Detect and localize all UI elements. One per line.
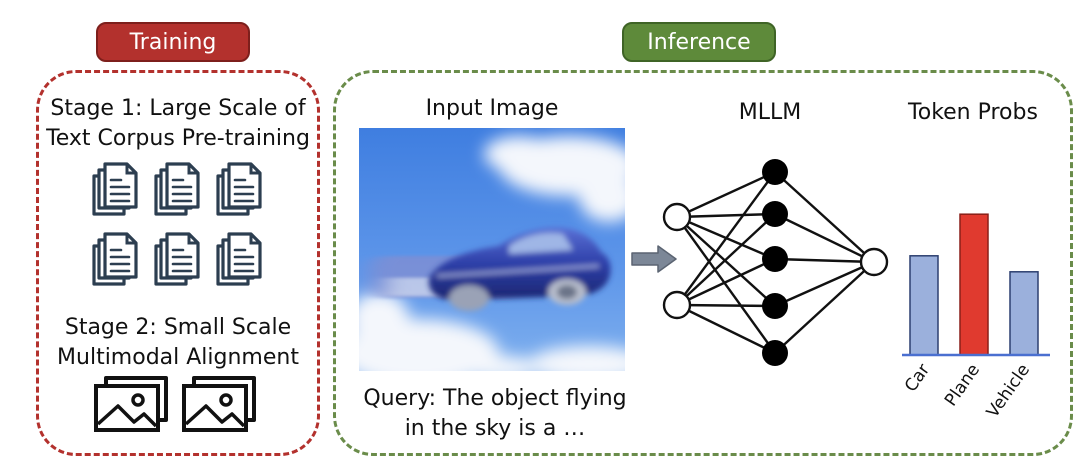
output-node	[859, 247, 889, 277]
query-line1: Query: The object flying	[363, 386, 627, 411]
image-icon	[182, 376, 256, 432]
training-pill: Training	[96, 22, 250, 62]
input-node	[662, 290, 692, 320]
document-stack-icon	[154, 232, 200, 286]
query-line2: in the sky is a …	[404, 416, 586, 441]
stage1-line2: Text Corpus Pre-training	[46, 126, 310, 151]
bar-plane	[959, 213, 989, 356]
query-text: Query: The object flying in the sky is a…	[350, 384, 640, 444]
bar-vehicle	[1009, 271, 1039, 356]
hidden-node	[762, 159, 788, 185]
inference-pill: Inference	[622, 22, 776, 62]
inference-label: Inference	[647, 29, 751, 55]
inference-panel	[333, 70, 1073, 456]
stage1-title: Stage 1: Large Scale of Text Corpus Pre-…	[44, 94, 312, 154]
image-icons	[94, 376, 256, 432]
document-stack-icon	[92, 162, 138, 216]
hidden-node	[762, 246, 788, 272]
tick-label-plane: Plane	[941, 360, 984, 410]
hidden-node	[762, 201, 788, 227]
document-grid	[92, 162, 262, 286]
hidden-node	[762, 340, 788, 366]
stage2-line2: Multimodal Alignment	[57, 345, 299, 370]
training-label: Training	[129, 29, 217, 55]
stage1-line1: Stage 1: Large Scale of	[50, 96, 306, 121]
right-arrow-icon	[631, 245, 677, 273]
input-image-title: Input Image	[425, 96, 559, 121]
input-node	[662, 202, 692, 232]
stage2-line1: Stage 2: Small Scale	[64, 315, 292, 340]
tick-label-vehicle: Vehicle	[983, 360, 1034, 420]
stage2-title: Stage 2: Small Scale Multimodal Alignmen…	[44, 313, 312, 373]
document-stack-icon	[216, 232, 262, 286]
token-probs-title: Token Probs	[908, 100, 1038, 125]
mllm-title: MLLM	[738, 100, 802, 125]
tick-label-car: Car	[901, 360, 934, 395]
document-stack-icon	[154, 162, 200, 216]
hidden-node	[762, 293, 788, 319]
input-image	[359, 128, 625, 371]
mllm-network	[662, 159, 889, 366]
image-icon	[94, 376, 168, 432]
document-stack-icon	[216, 162, 262, 216]
training-panel	[36, 70, 320, 456]
document-stack-icon	[92, 232, 138, 286]
bar-car	[909, 255, 939, 356]
